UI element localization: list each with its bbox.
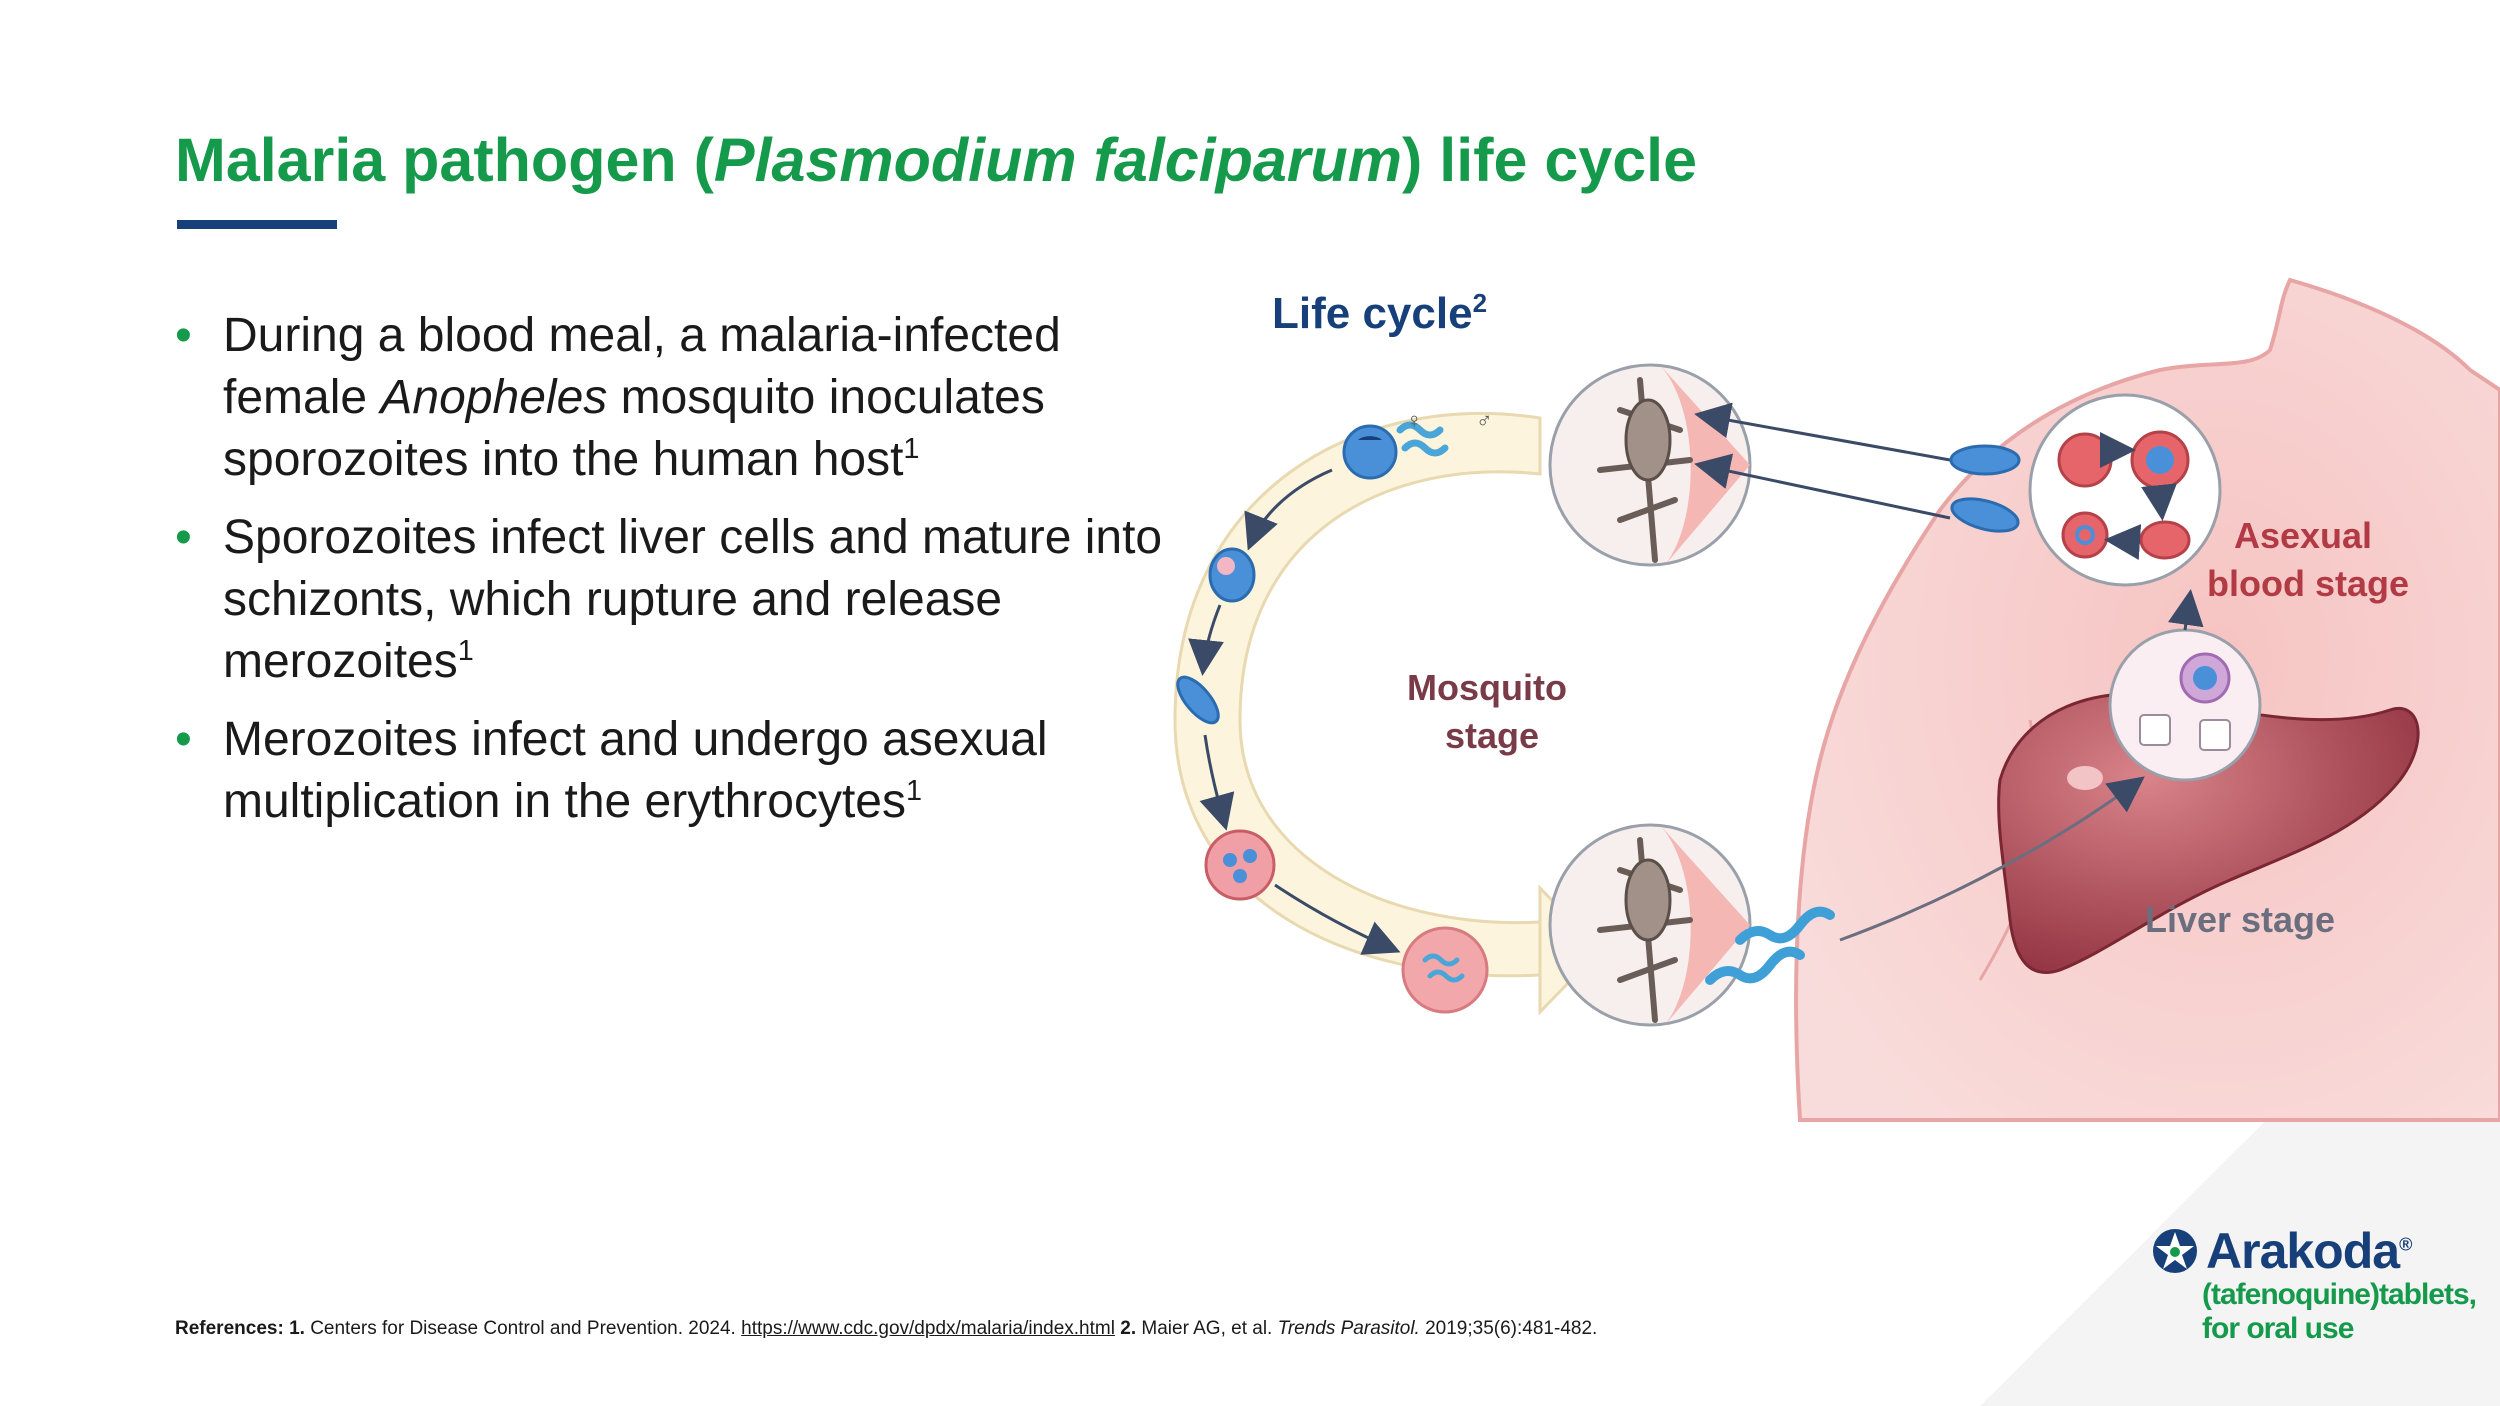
sporozoite-wavy — [1735, 906, 1835, 945]
oocyst-mature — [1204, 829, 1276, 901]
ookinete-dot — [1358, 436, 1382, 440]
ring-stage-cell — [2061, 511, 2109, 559]
arakoda-logo: Arakoda® (tafenoquine)tablets, for oral … — [2150, 1222, 2477, 1345]
liver-stage-label: Liver stage — [2145, 899, 2335, 940]
reference-link[interactable]: https://www.cdc.gov/dpdx/malaria/index.h… — [741, 1318, 1115, 1339]
life-cycle-diagram: Life cycle2 ♀ ♂ — [1173, 277, 2500, 1122]
male-symbol: ♂ — [1476, 408, 1493, 433]
blood-stage-arrow — [2104, 524, 2142, 560]
gametocyte-wavy — [1401, 439, 1449, 457]
hepatocyte — [2139, 714, 2171, 746]
gland-sporozoites — [1422, 953, 1465, 983]
bullet-item: Sporozoites infect liver cells and matur… — [175, 507, 1175, 693]
arc-arrow — [1244, 468, 1333, 551]
blood-stage-circle — [2028, 393, 2222, 587]
zygote-cell — [1208, 547, 1256, 603]
bullet-item: Merozoites infect and undergo asexual mu… — [175, 709, 1175, 833]
salivary-gland — [1401, 926, 1489, 1014]
arc-arrow — [1274, 883, 1401, 955]
mosquito-stage-label: Mosquito stage — [1407, 667, 1577, 756]
merozoite-cluster — [2146, 446, 2174, 474]
to-liver-arrow — [1839, 776, 2145, 942]
logo-star-icon — [2153, 1229, 2197, 1273]
liver-merozoites — [2193, 666, 2217, 690]
arc-arrow — [1188, 604, 1224, 676]
references: References: 1. Centers for Disease Contr… — [175, 1318, 1598, 1339]
title-underline — [177, 220, 337, 229]
liver-stage-circle — [2108, 628, 2262, 782]
ring-parasite — [2075, 525, 2095, 545]
hepatocyte — [2199, 719, 2231, 751]
logo-subtitle-2: for oral use — [2202, 1312, 2354, 1345]
gametocyte-female — [1949, 444, 2021, 476]
liver-to-blood-arrow — [2167, 589, 2204, 631]
zygote-nucleus — [1217, 557, 1235, 575]
mosquito-body — [1624, 858, 1672, 942]
oocyst-sporozoite — [1243, 849, 1257, 863]
gametocyte-male — [1950, 497, 2020, 533]
arc-arrow — [1199, 734, 1235, 831]
oocyst-cell — [1342, 424, 1398, 480]
blood-stage-arrow — [2141, 483, 2177, 521]
asexual-blood-stage-label: Asexual blood stage — [2207, 515, 2409, 604]
oocyst-sporozoite — [1233, 869, 1247, 883]
ookinete — [1176, 675, 1220, 725]
female-symbol: ♀ — [1406, 408, 1423, 433]
gametocyte-arrow — [1694, 402, 1951, 462]
trophozoite-cell — [2139, 520, 2191, 560]
gametocyte-wavy — [1396, 421, 1444, 439]
mosquito-body — [1624, 398, 1672, 482]
bullet-list: During a blood meal, a malaria-infected … — [175, 305, 1175, 849]
oocyst-sporozoite — [1223, 853, 1237, 867]
bullet-item: During a blood meal, a malaria-infected … — [175, 305, 1175, 491]
logo-wordmark: Arakoda® — [2206, 1223, 2412, 1279]
logo-subtitle: (tafenoquine)tablets, — [2202, 1278, 2477, 1311]
skin-layer — [1660, 825, 1750, 1025]
slide-title: Malaria pathogen (Plasmodium falciparum)… — [175, 126, 1698, 194]
life-cycle-title: Life cycle2 — [1272, 288, 1487, 338]
gametocyte-arrow — [1694, 453, 1951, 520]
red-blood-cell — [2057, 432, 2113, 488]
sporozoite-wavy — [1705, 946, 1805, 985]
liver-highlight — [2067, 766, 2103, 790]
